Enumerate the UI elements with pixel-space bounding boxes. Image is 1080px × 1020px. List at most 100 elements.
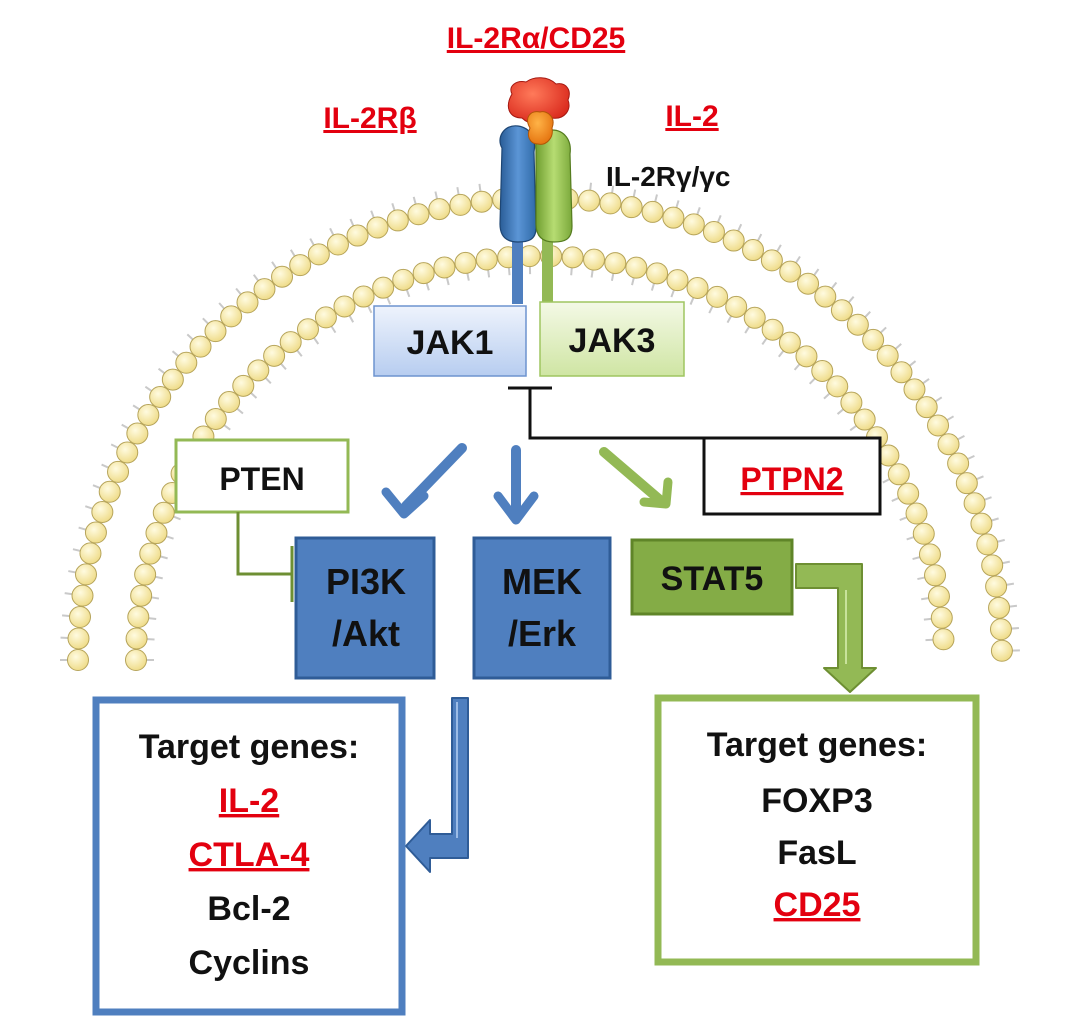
lipid-head [175, 351, 198, 374]
lipid-head [149, 385, 172, 408]
lipid-head [67, 627, 90, 650]
lipid-head [583, 248, 606, 271]
lipid-head [67, 649, 89, 671]
pten-label: PTEN [219, 461, 304, 497]
lipid-head [840, 391, 863, 414]
lipid-head [366, 216, 389, 239]
lipid-head [189, 335, 212, 358]
right-target-genes-box [654, 694, 980, 966]
lipid-head [392, 268, 415, 291]
lipid-head [247, 359, 270, 382]
lipid-head [641, 200, 664, 223]
lipid-head [296, 318, 319, 341]
lipid-head [947, 452, 970, 475]
lipid-head [69, 606, 92, 629]
lipid-head [876, 344, 899, 367]
stat5-to-right-targets-arrow [795, 563, 877, 693]
lipid-head [126, 422, 149, 445]
lipid-head [271, 265, 294, 288]
lipid-head [743, 306, 766, 329]
lipid-head [927, 585, 950, 608]
lipid-head [346, 224, 369, 247]
lipid-head [125, 627, 148, 650]
lipid-head [134, 563, 157, 586]
right-target-gene-cd25: CD25 [774, 886, 861, 924]
lipid-head [725, 295, 748, 318]
il2-ligand [527, 111, 554, 145]
lipid-head [990, 639, 1013, 662]
lipid-head [706, 285, 729, 308]
lipid-head [887, 463, 910, 486]
lipid-head [74, 563, 97, 586]
lipid-head [220, 305, 243, 328]
lipid-head [599, 192, 622, 215]
lipid-head [279, 331, 302, 354]
lipid-head [666, 269, 689, 292]
lipid-head [161, 368, 184, 391]
lipid-head [130, 584, 153, 607]
il2-label: IL-2 [665, 100, 718, 133]
right-target-title: Target genes: [707, 726, 927, 764]
lipid-head [826, 375, 849, 398]
lipid-head [412, 262, 435, 285]
lipid-head [985, 575, 1008, 598]
pi3k-akt-box [294, 536, 436, 680]
right-target-gene-foxp3: FOXP3 [761, 782, 872, 820]
jak1-box [373, 305, 527, 377]
lipid-head [326, 233, 349, 256]
lipid-head [760, 249, 783, 272]
lipid-head [232, 374, 255, 397]
lipid-head [433, 256, 456, 279]
il2rg-label: IL-2Rγ/γc [606, 161, 731, 192]
lipid-head [625, 256, 648, 279]
lipid-head [970, 512, 993, 535]
lipid-head [314, 306, 337, 329]
lipid-head [937, 433, 960, 456]
lipid-head [289, 254, 312, 277]
lipid-head [139, 542, 162, 565]
left-target-gene-bcl-2: Bcl-2 [207, 890, 290, 928]
lipid-head [930, 606, 953, 629]
lipid-head [204, 320, 227, 343]
lipid-head [333, 295, 356, 318]
lipid-head [779, 260, 802, 283]
il2rg-chain [535, 129, 573, 243]
jak-to-pi3k-arrow [381, 443, 467, 519]
lipid-head [152, 501, 175, 524]
ptpn2-label: PTPN2 [740, 461, 843, 497]
lipid-head [307, 243, 330, 266]
left-target-genes-box [92, 696, 406, 1016]
lipid-head [722, 229, 745, 252]
left-target-gene-ctla-4: CTLA-4 [189, 836, 310, 874]
lipid-head [137, 403, 160, 426]
lipid-head [890, 361, 913, 384]
lipid-head [107, 460, 130, 483]
lipid-head [682, 213, 705, 236]
left-target-title: Target genes: [139, 728, 359, 766]
lipid-head [981, 554, 1004, 577]
erk-label: /Erk [508, 613, 577, 654]
lipid-head [352, 285, 375, 308]
lipid-head [846, 313, 869, 336]
lipid-head [71, 584, 94, 607]
lipid-head [561, 246, 584, 269]
lipid-head [428, 198, 451, 221]
pten-box [174, 438, 350, 514]
lipid-head [145, 522, 168, 545]
lipid-head [218, 391, 241, 414]
lipid-head [84, 521, 107, 544]
il2rg-stalk [542, 236, 553, 304]
lipid-head [742, 239, 765, 262]
pi3k-label: PI3K [326, 561, 406, 602]
lipid-head [686, 276, 709, 299]
il2-receptor-complex [499, 77, 573, 304]
ptpn2-inhibition [508, 386, 706, 440]
lipid-head [372, 276, 395, 299]
lipid-head [988, 596, 1011, 619]
mek-erk-box [472, 536, 612, 680]
lipid-head [253, 278, 276, 301]
lipid-head [862, 328, 885, 351]
